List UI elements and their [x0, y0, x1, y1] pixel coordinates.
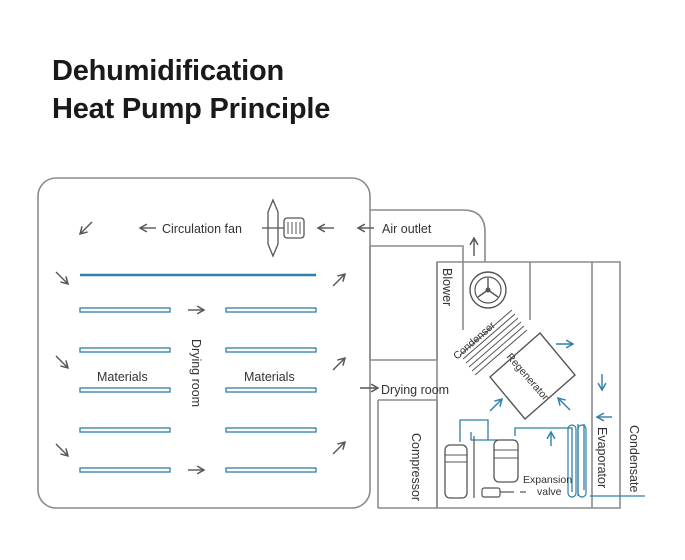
tray	[79, 307, 171, 313]
tray	[225, 347, 317, 353]
title-line-1: Dehumidification	[52, 55, 285, 87]
arrow-diagonal	[78, 221, 93, 236]
tray	[225, 467, 317, 473]
regenerator-unit	[489, 331, 576, 421]
fan-icon	[262, 198, 305, 258]
materials-label-left: Materials	[97, 370, 148, 384]
refrigerant-arrows	[489, 339, 612, 446]
arrow-diagonal	[332, 440, 347, 455]
compressor-label: Compressor	[409, 433, 423, 501]
arrow-diagonal	[55, 271, 70, 286]
arrow-diagonal	[55, 355, 70, 370]
return-duct	[369, 246, 437, 361]
tray	[225, 307, 317, 313]
compressor-icon	[444, 436, 526, 499]
condensate-label: Condensate	[627, 425, 641, 492]
material-trays	[79, 273, 317, 473]
condenser-coil	[459, 309, 528, 376]
tray	[225, 387, 317, 393]
arrow-diagonal	[556, 396, 571, 411]
expansion-valve-label-line2: valve	[537, 486, 562, 498]
arrow-diagonal	[332, 272, 347, 287]
arrow-diagonal	[55, 443, 70, 458]
air-outlet-duct-inner	[370, 245, 464, 262]
drying-room-vertical-label: Drying room	[189, 339, 203, 407]
tray	[225, 427, 317, 433]
drying-room-label: Drying room	[381, 383, 449, 397]
tray	[79, 347, 171, 353]
air-outlet-label: Air outlet	[382, 222, 432, 236]
tray	[79, 387, 171, 393]
evaporator-coil	[567, 424, 587, 498]
diagram-title: Dehumidification Heat Pump Principle	[52, 52, 330, 128]
arrow-diagonal	[332, 356, 347, 371]
airflow-arrows	[55, 221, 380, 475]
materials-label-right: Materials	[244, 370, 295, 384]
machine-housing	[369, 209, 621, 509]
blower-label: Blower	[440, 268, 454, 306]
air-outlet-duct	[370, 209, 486, 262]
title-line-2: Heat Pump Principle	[52, 93, 331, 125]
expansion-valve-label-line1: Expansion	[523, 474, 572, 486]
tray	[79, 467, 171, 473]
blower-icon	[469, 271, 507, 309]
arrow-diagonal	[489, 397, 504, 412]
tray	[79, 427, 171, 433]
circulation-fan-label: Circulation fan	[162, 222, 242, 236]
evaporator-label: Evaporator	[595, 427, 609, 488]
